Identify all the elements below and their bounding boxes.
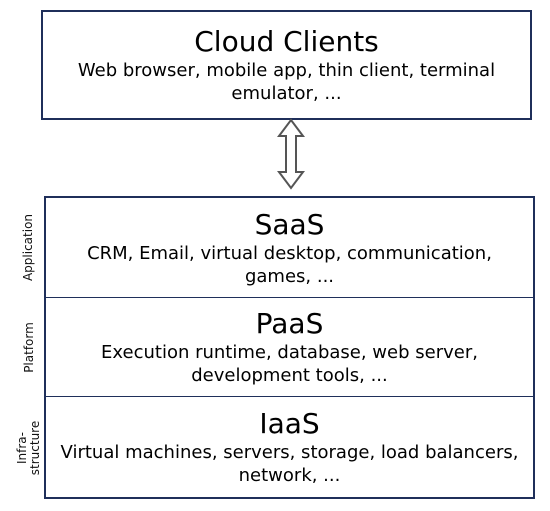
paas-box: PaaS Execution runtime, database, web se… [44,297,535,397]
saas-title: SaaS [254,207,325,241]
cloud-clients-box: Cloud Clients Web browser, mobile app, t… [41,10,532,120]
double-arrow-icon [277,118,305,190]
cloud-clients-title: Cloud Clients [194,25,379,58]
iaas-title: IaaS [259,407,320,440]
saas-description: CRM, Email, virtual desktop, communicati… [87,242,492,287]
iaas-description: Virtual machines, servers, storage, load… [60,442,519,486]
paas-description: Execution runtime, database, web server,… [101,342,478,386]
saas-box: SaaS CRM, Email, virtual desktop, commun… [44,196,535,298]
paas-title: PaaS [255,307,324,340]
platform-side-label: Platform [18,297,40,397]
application-side-label-text: Application [21,213,36,281]
application-side-label: Application [18,196,40,298]
cloud-clients-description: Web browser, mobile app, thin client, te… [77,60,496,104]
iaas-box: IaaS Virtual machines, servers, storage,… [44,396,535,499]
platform-side-label-text: Platform [21,321,36,373]
infrastructure-side-label: Infra- structure [14,396,44,499]
infrastructure-side-label-text: Infra- structure [15,420,42,475]
